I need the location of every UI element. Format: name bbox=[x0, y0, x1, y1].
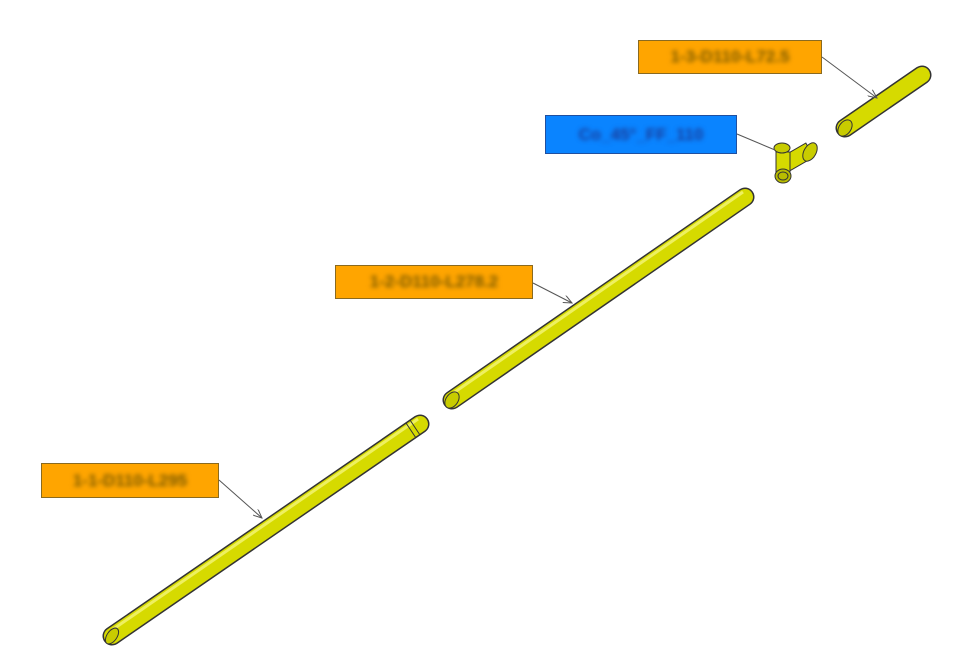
pipe-1-3[interactable] bbox=[835, 65, 932, 139]
label-pipe-1-1[interactable]: 1-1-D110-L295 bbox=[41, 463, 219, 498]
fitting-tee[interactable] bbox=[773, 140, 820, 184]
leader-line bbox=[218, 479, 262, 518]
label-text: Co_45°_FF_110 bbox=[578, 124, 704, 144]
label-fitting[interactable]: Co_45°_FF_110 bbox=[545, 115, 737, 154]
leader-line bbox=[736, 133, 776, 151]
leader-line bbox=[821, 56, 877, 98]
label-pipe-1-2[interactable]: 1-2-D110-L278.2 bbox=[335, 265, 533, 299]
pipe-1-2[interactable] bbox=[442, 187, 755, 411]
label-text: 1-2-D110-L278.2 bbox=[369, 272, 499, 291]
leader-line bbox=[532, 282, 572, 303]
label-text: 1-3-D110-L72.5 bbox=[670, 47, 790, 66]
label-pipe-1-3[interactable]: 1-3-D110-L72.5 bbox=[638, 40, 822, 74]
pipe-1-1[interactable] bbox=[102, 414, 430, 646]
label-text: 1-1-D110-L295 bbox=[72, 470, 188, 490]
